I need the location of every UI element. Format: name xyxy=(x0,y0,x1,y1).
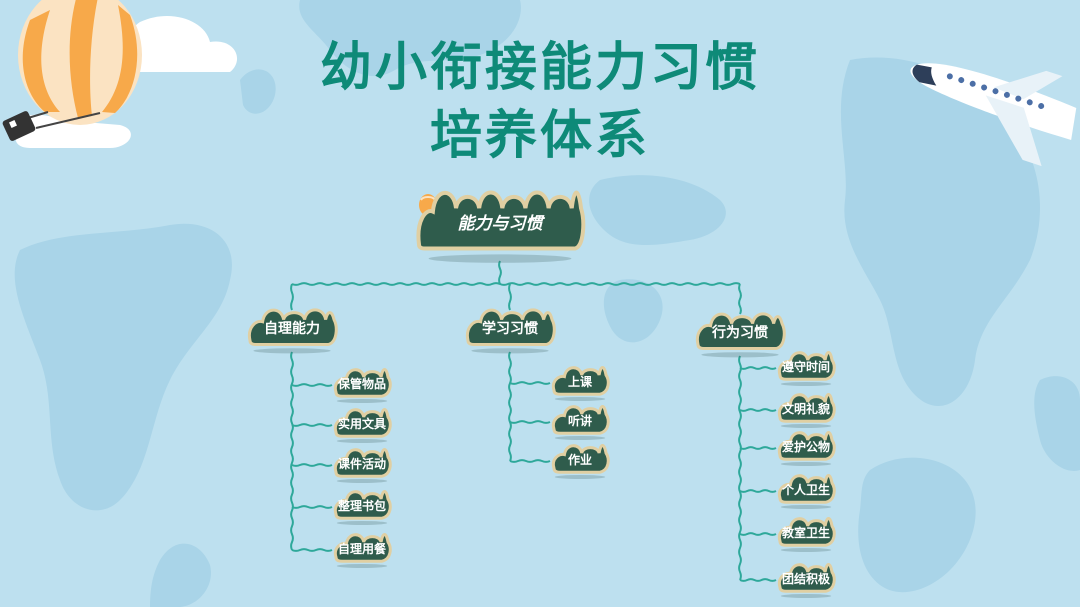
leaf-node: 自理用餐 xyxy=(332,530,392,570)
leaf-node: 实用文具 xyxy=(332,405,392,445)
leaf-node-label: 保管物品 xyxy=(337,376,386,391)
root-node-label: 能力与习惯 xyxy=(457,213,543,234)
connector-line xyxy=(739,489,777,493)
cloud-icon xyxy=(777,431,836,466)
connector-line xyxy=(291,383,333,387)
leaf-node: 保管物品 xyxy=(332,365,392,405)
connector-line xyxy=(738,283,742,315)
connector-line xyxy=(739,408,777,412)
connector-line xyxy=(739,578,777,582)
page-title: 幼小衔接能力习惯 xyxy=(319,38,760,98)
leaf-node-label: 教室卫生 xyxy=(781,525,830,540)
branch-node: 学习习惯 xyxy=(464,304,556,356)
connector-line xyxy=(508,283,512,311)
leaf-node: 文明礼貌 xyxy=(776,390,836,430)
leaf-node: 个人卫生 xyxy=(776,471,836,511)
leaf-node-label: 课件活动 xyxy=(337,456,386,471)
leaf-node: 遵守时间 xyxy=(776,348,836,388)
cloud-icon xyxy=(333,533,392,568)
leaf-node: 团结积极 xyxy=(776,560,836,600)
connector-line xyxy=(290,283,294,311)
leaf-node-label: 整理书包 xyxy=(337,498,386,513)
leaf-node-label: 爱护公物 xyxy=(781,439,830,454)
connector-line xyxy=(509,459,551,463)
leaf-node-label: 个人卫生 xyxy=(781,482,830,497)
leaf-node-label: 实用文具 xyxy=(337,416,386,431)
cloud-icon xyxy=(695,312,786,358)
leaf-node: 上课 xyxy=(550,363,610,403)
leaf-node-label: 团结积极 xyxy=(781,571,830,586)
leaf-node-label: 作业 xyxy=(567,452,592,467)
connector-line xyxy=(508,351,512,462)
branch-node: 行为习惯 xyxy=(694,308,786,360)
page-subtitle: 培养体系 xyxy=(429,106,650,166)
leaf-node: 教室卫生 xyxy=(776,514,836,554)
world-map-background xyxy=(14,0,1080,607)
cloud-icon xyxy=(551,405,610,440)
cloud-icon xyxy=(777,393,836,428)
leaf-node: 课件活动 xyxy=(332,445,392,485)
connector-line xyxy=(291,548,333,552)
cloud-icon xyxy=(416,190,586,263)
cloud-icon xyxy=(777,474,836,509)
cloud-icon xyxy=(333,368,392,403)
root-node: 能力与习惯 xyxy=(415,183,586,267)
leaf-node-label: 上课 xyxy=(567,374,592,389)
leaf-node-label: 自理用餐 xyxy=(337,541,386,556)
connector-line xyxy=(498,260,502,285)
cloud-icon xyxy=(333,408,392,443)
cloud-icon xyxy=(777,517,836,552)
connector-line xyxy=(509,420,551,424)
cloud-icon xyxy=(777,563,836,598)
connector-lines xyxy=(290,260,777,582)
leaf-node: 听讲 xyxy=(550,402,610,442)
leaf-node: 作业 xyxy=(550,441,610,481)
leaf-node-label: 听讲 xyxy=(567,413,592,428)
branch-node-label: 学习习惯 xyxy=(482,320,538,337)
cloud-icon xyxy=(551,366,610,401)
cloud-icon xyxy=(247,308,338,354)
airplane-icon xyxy=(910,63,1077,167)
connector-line xyxy=(291,423,333,427)
cloud-icon xyxy=(777,351,836,386)
leaf-node: 爱护公物 xyxy=(776,428,836,468)
cloud-icon xyxy=(333,448,392,483)
connector-line xyxy=(739,532,777,536)
connector-line xyxy=(738,355,742,581)
connector-line xyxy=(290,351,294,551)
connector-line xyxy=(291,463,333,467)
cloud-icon xyxy=(551,444,610,479)
leaf-node-label: 文明礼貌 xyxy=(781,401,830,416)
leaf-node: 整理书包 xyxy=(332,487,392,527)
cloud-icon xyxy=(465,308,556,354)
cloud-icon xyxy=(333,490,392,525)
branch-node-label: 行为习惯 xyxy=(712,324,768,341)
leaf-node-label: 遵守时间 xyxy=(781,359,830,374)
hot-air-balloon-icon xyxy=(2,0,238,148)
connector-line xyxy=(739,446,777,450)
connector-line xyxy=(291,505,333,509)
connector-line xyxy=(739,366,777,370)
connector-line xyxy=(509,381,551,385)
branch-node: 自理能力 xyxy=(246,304,338,356)
connector-line xyxy=(291,282,741,286)
branch-node-label: 自理能力 xyxy=(264,320,320,337)
